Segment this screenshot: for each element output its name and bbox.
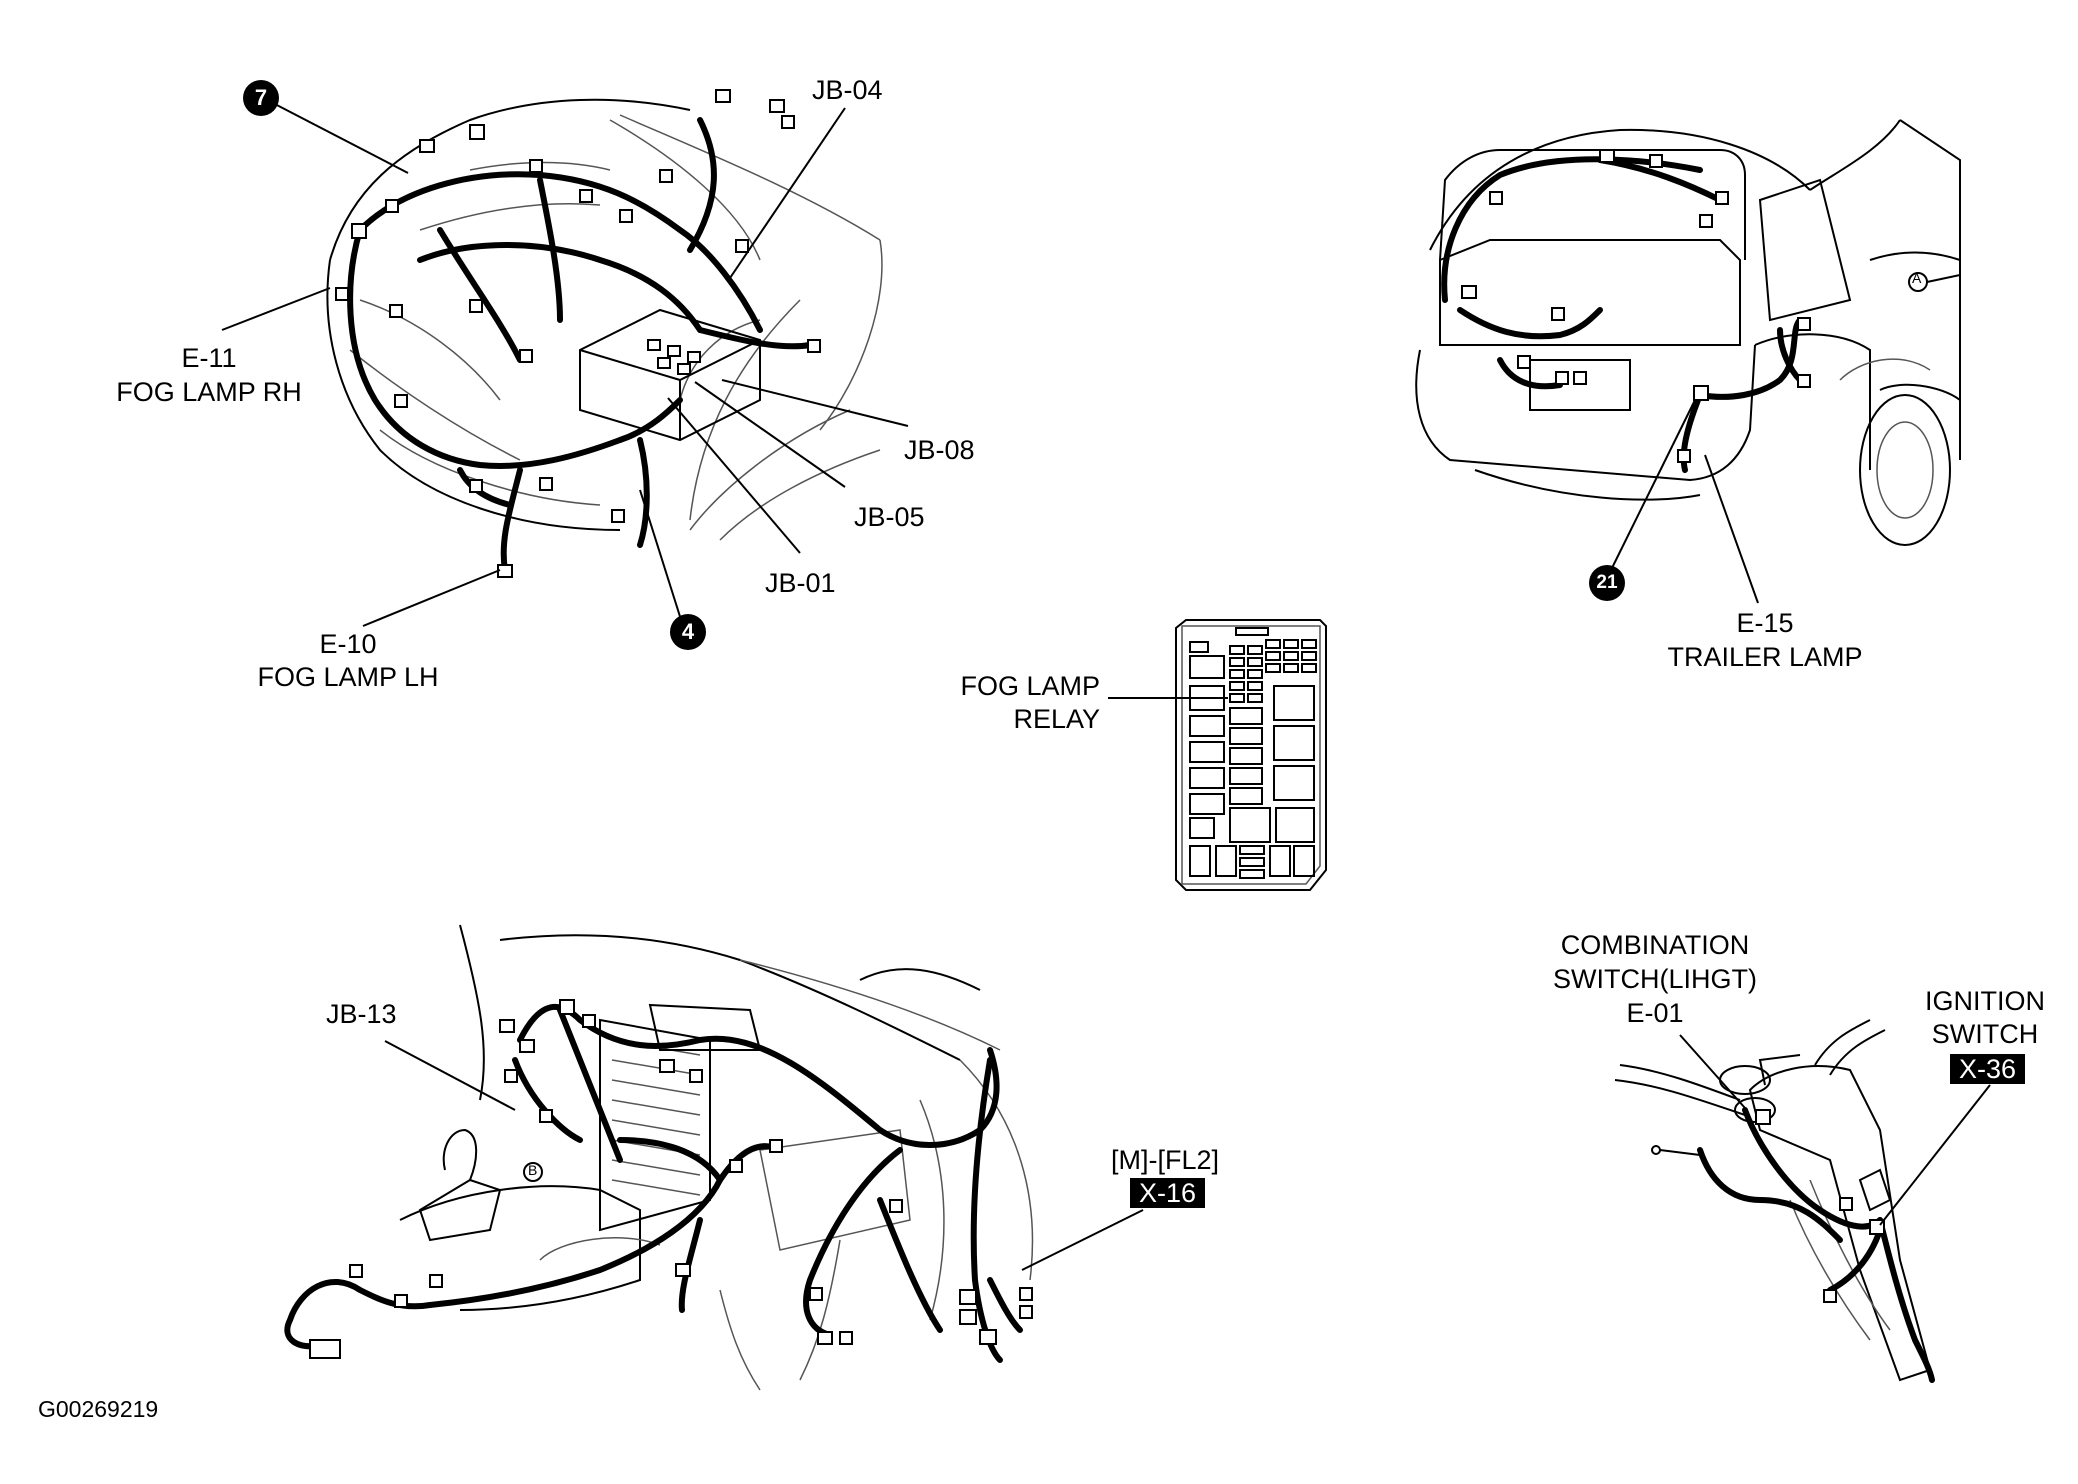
label-ignition-switch-line1: IGNITION: [1925, 986, 2045, 1016]
connector-x16-badge: X-16: [1130, 1178, 1206, 1208]
label-ignition-switch-line2: SWITCH: [1931, 1019, 2039, 1049]
label-combination-switch-line3: E-01: [1626, 998, 1684, 1028]
steering-column-illustration: [1614, 1019, 1991, 1383]
dashboard-illustration: [284, 924, 1144, 1391]
label-fog-lamp-relay-line1: FOG LAMP: [960, 671, 1100, 701]
label-e10-code: E-10: [319, 629, 377, 659]
label-e15-name: TRAILER LAMP: [1667, 642, 1863, 672]
fuse-box-illustration: [1108, 619, 1327, 891]
label-m-fl2: [M]-[FL2]: [1110, 1145, 1219, 1175]
label-jb-05: JB-05: [854, 502, 925, 532]
label-fog-lamp-relay-line2: RELAY: [1013, 704, 1100, 734]
label-combination-switch-line1: COMBINATION: [1560, 930, 1750, 960]
marker-b: B: [528, 1162, 538, 1178]
callout-badge-7: 7: [243, 80, 279, 116]
label-e15-code: E-15: [1736, 608, 1794, 638]
connector-x36-badge: X-36: [1950, 1054, 2026, 1084]
label-e11-code: E-11: [181, 343, 237, 373]
engine-bay-illustration: [221, 89, 909, 627]
rear-vehicle-illustration: [1415, 119, 1961, 604]
label-jb-04: JB-04: [812, 75, 883, 105]
label-e10-name: FOG LAMP LH: [257, 662, 439, 692]
figure-code: G00269219: [38, 1396, 159, 1422]
label-jb-01: JB-01: [765, 568, 836, 598]
marker-a: A: [1912, 270, 1922, 286]
callout-badge-21: 21: [1589, 565, 1625, 601]
callout-badge-4: 4: [670, 614, 706, 650]
label-jb-13: JB-13: [326, 999, 397, 1029]
label-jb-08: JB-08: [904, 435, 975, 465]
label-combination-switch-line2: SWITCH(LIHGT): [1553, 964, 1757, 994]
label-e11-name: FOG LAMP RH: [116, 377, 302, 407]
